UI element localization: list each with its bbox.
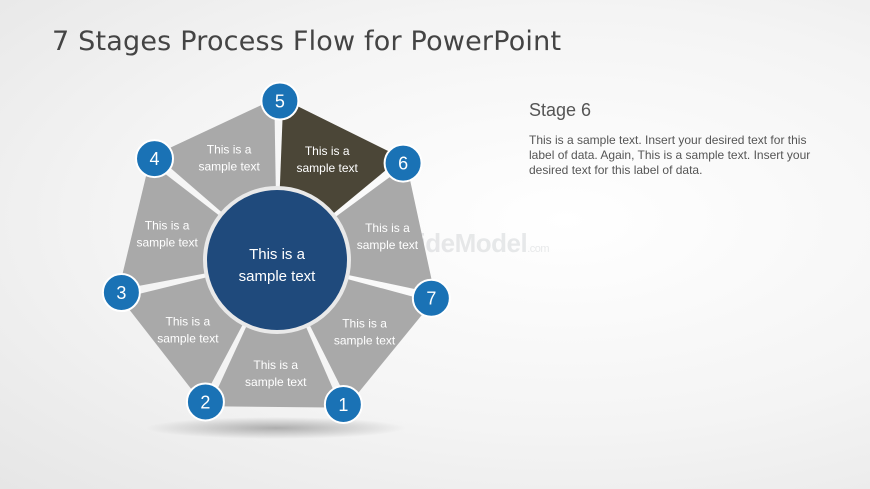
stage-5-text-line1: This is a [207,143,252,157]
stage-badge-6[interactable] [383,143,423,183]
stage-badge-number-6: 6 [398,154,408,174]
stage-badge-number-7: 7 [426,289,436,309]
stage-badge-number-2: 2 [200,392,210,412]
center-text-line1: This is a [249,246,306,263]
stage-5-text-line2: sample text [198,160,260,174]
stage-description-body: This is a sample text. Insert your desir… [529,133,811,177]
stage-description-heading: Stage 6 [529,100,592,120]
stage-4-text-line1: This is a [145,219,190,233]
stage-2-text-line2: sample text [245,375,307,389]
stage-7-text-line2: sample text [357,238,419,252]
stage-badge-number-1: 1 [338,395,348,415]
stage-segment-2[interactable] [209,319,342,408]
stage-segment-6[interactable] [279,99,402,218]
stage-1-text-line2: sample text [334,333,396,347]
center-circle[interactable] [203,186,351,334]
stage-3-text-line1: This is a [166,314,211,328]
stage-badge-number-3: 3 [116,283,126,303]
stage-badge-number-4: 4 [150,149,160,169]
stage-7-text-line1: This is a [365,221,410,235]
slide-title: 7 Stages Process Flow for PowerPoint [52,26,562,57]
stage-segment-1[interactable] [306,277,433,404]
stage-badge-4[interactable] [135,139,175,179]
wheel-shadow [146,417,406,439]
stage-badge-3[interactable] [101,273,141,313]
stage-description-panel: Stage 6 This is a sample text. Insert yo… [529,100,819,178]
stage-segment-5[interactable] [155,99,276,217]
stage-badge-7[interactable] [411,278,451,318]
stage-badge-5[interactable] [260,81,300,121]
watermark-suffix: .com [527,243,550,255]
stage-segments [118,99,435,408]
stage-1-text-line1: This is a [342,316,387,330]
stage-4-text-line2: sample text [136,236,198,250]
stage-segment-3[interactable] [120,275,247,403]
stage-badge-1[interactable] [323,384,363,424]
stage-6-text-line2: sample text [296,161,358,175]
stage-segment-7[interactable] [330,164,435,294]
stage-2-text-line1: This is a [253,358,298,372]
center-text-line2: sample text [239,268,317,285]
stage-3-text-line2: sample text [157,331,219,345]
stage-6-text-line1: This is a [305,144,350,158]
stage-badge-number-5: 5 [275,92,285,112]
stage-badge-2[interactable] [185,382,225,422]
stage-segment-4[interactable] [118,161,225,290]
stage-number-badges: 1 2 3 4 5 6 7 [101,81,451,424]
